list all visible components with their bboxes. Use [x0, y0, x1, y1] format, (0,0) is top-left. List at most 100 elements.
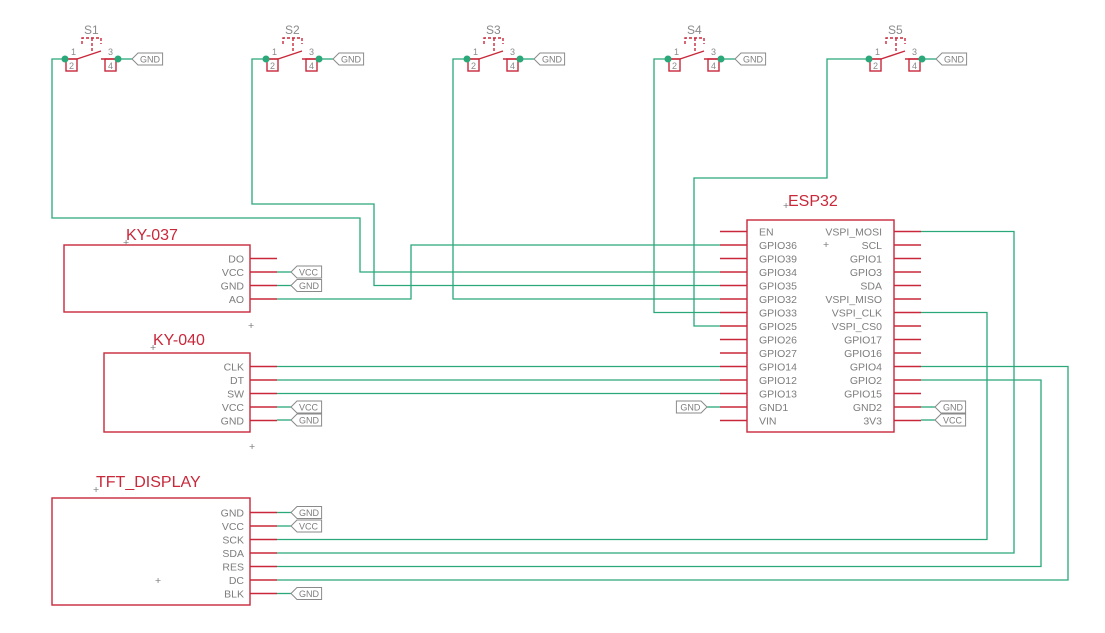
wire-net-12: [452, 58, 720, 300]
vcc-port-outline: [290, 400, 323, 414]
switch-pin-box-2: [65, 58, 78, 72]
vcc-port-outline: [290, 519, 323, 533]
switch-pin-2: 2: [69, 61, 74, 71]
gnd-port-label: GND: [934, 400, 967, 414]
ky037-origin: +: [248, 320, 254, 332]
gnd-port-text: GND: [299, 416, 320, 426]
switch-label: S3: [486, 23, 501, 37]
switch-pin-box-4: [506, 58, 519, 72]
switch-label: S4: [687, 23, 702, 37]
gnd-port-label: GND: [290, 413, 323, 427]
switch-lever: [76, 50, 102, 60]
switch-pin-4: 4: [510, 61, 515, 71]
esp32-left-pin-label: GPIO27: [759, 348, 797, 360]
switch-actuator: [282, 37, 303, 53]
switch-pin-box-4: [908, 58, 921, 72]
gnd-port-label: GND: [533, 52, 566, 66]
switch-pin-3: 3: [108, 47, 113, 57]
switch-pin-3: 3: [510, 47, 515, 57]
switch-label: S2: [285, 23, 300, 37]
tft-pin-label: DC: [229, 575, 245, 587]
wire-net-22: [277, 365, 1069, 581]
gnd-port-label: GND: [131, 52, 164, 66]
gnd-port-text: GND: [542, 55, 563, 65]
tft-pin-label: VCC: [222, 521, 245, 533]
wire-net-14: [693, 58, 869, 327]
switch-lever: [880, 50, 906, 60]
switch-pin-2: 2: [471, 61, 476, 71]
esp32-right-pin-label: GPIO15: [844, 389, 882, 401]
switch-pin-box-2: [869, 58, 882, 72]
wire-net-15: [277, 244, 720, 300]
ky040-pin-label: GND: [221, 416, 245, 428]
tft-pin-label: SDA: [222, 548, 244, 560]
gnd-port-label: GND: [290, 506, 323, 519]
ky040-pin-label: DT: [230, 375, 245, 387]
esp32-right-pin-label: GPIO16: [844, 348, 882, 360]
esp32-right-pin-label: GPIO3: [850, 267, 882, 279]
switch-pin-1: 1: [674, 47, 679, 57]
switch-pin-2: 2: [672, 61, 677, 71]
ky040-pin-label: SW: [227, 389, 244, 401]
switch-pin-1: 1: [473, 47, 478, 57]
gnd-port-text: GND: [299, 589, 320, 599]
gnd-port-outline: [290, 506, 323, 519]
wire-net-13: [653, 58, 720, 314]
gnd-port-label: GND: [290, 279, 323, 292]
switch-lever: [478, 50, 504, 60]
esp32-left-pin-label: GPIO12: [759, 375, 797, 387]
ky037-body: [63, 244, 251, 313]
ky037-title: KY-037: [126, 227, 178, 244]
esp32-left-pin-label: GPIO13: [759, 389, 797, 401]
esp32-left-pin-label: GPIO26: [759, 335, 797, 347]
gnd-port-outline: [290, 413, 323, 427]
gnd-port-label: GND: [290, 587, 323, 600]
gnd-port-label: GND: [332, 52, 365, 66]
esp32-left-pin-label: GPIO33: [759, 308, 797, 320]
switch-pin-4: 4: [711, 61, 716, 71]
tft-origin: +: [155, 575, 161, 587]
ky040-pin-label: VCC: [222, 402, 245, 414]
ky037-pin-label: VCC: [222, 267, 245, 279]
esp32-right-pin-label: SCL: [862, 240, 883, 252]
gnd-port-text: GND: [140, 55, 161, 65]
esp32-right-pin-label: GPIO4: [850, 362, 882, 374]
ky040-pin-label: CLK: [224, 362, 244, 374]
switch-pin-1: 1: [272, 47, 277, 57]
gnd-port-outline: [935, 52, 968, 66]
esp32-title-mark: +: [783, 200, 789, 212]
esp32-left-pin-label: GPIO14: [759, 362, 797, 374]
vcc-port-outline: [934, 413, 967, 427]
switch-pin-4: 4: [309, 61, 314, 71]
switch-pin-3: 3: [711, 47, 716, 57]
esp32-origin: +: [823, 239, 829, 251]
vcc-port-label: VCC: [290, 400, 323, 414]
vcc-port-label: VCC: [290, 519, 323, 533]
gnd-port-outline: [131, 52, 164, 66]
esp32-right-pin-label: GPIO17: [844, 335, 882, 347]
switch-pin-3: 3: [912, 47, 917, 57]
esp32-right-pin-label: VSPI_CLK: [832, 308, 882, 320]
wire-net-11: [251, 58, 720, 287]
components-layer: S11234GNDS21234GNDS31234GNDS41234GNDS512…: [51, 23, 968, 606]
esp32-left-pin-label: GPIO36: [759, 240, 797, 252]
esp32-left-pin-label: GPIO34: [759, 267, 797, 279]
esp32-right-pin-label: SDA: [860, 281, 882, 293]
switch-pin-3: 3: [309, 47, 314, 57]
switch-pin-box-2: [266, 58, 279, 72]
junction-dot: [262, 55, 270, 63]
switch-lever: [679, 50, 705, 60]
vcc-port-text: VCC: [299, 268, 319, 278]
switch-pin-1: 1: [71, 47, 76, 57]
gnd-port-label: GND: [675, 400, 708, 414]
tft-body: [51, 497, 251, 606]
tft-pin-label: GND: [221, 508, 245, 520]
gnd-port-outline: [675, 400, 708, 414]
wires-layer: [51, 58, 1069, 595]
gnd-port-outline: [934, 400, 967, 414]
switch-pin-2: 2: [873, 61, 878, 71]
